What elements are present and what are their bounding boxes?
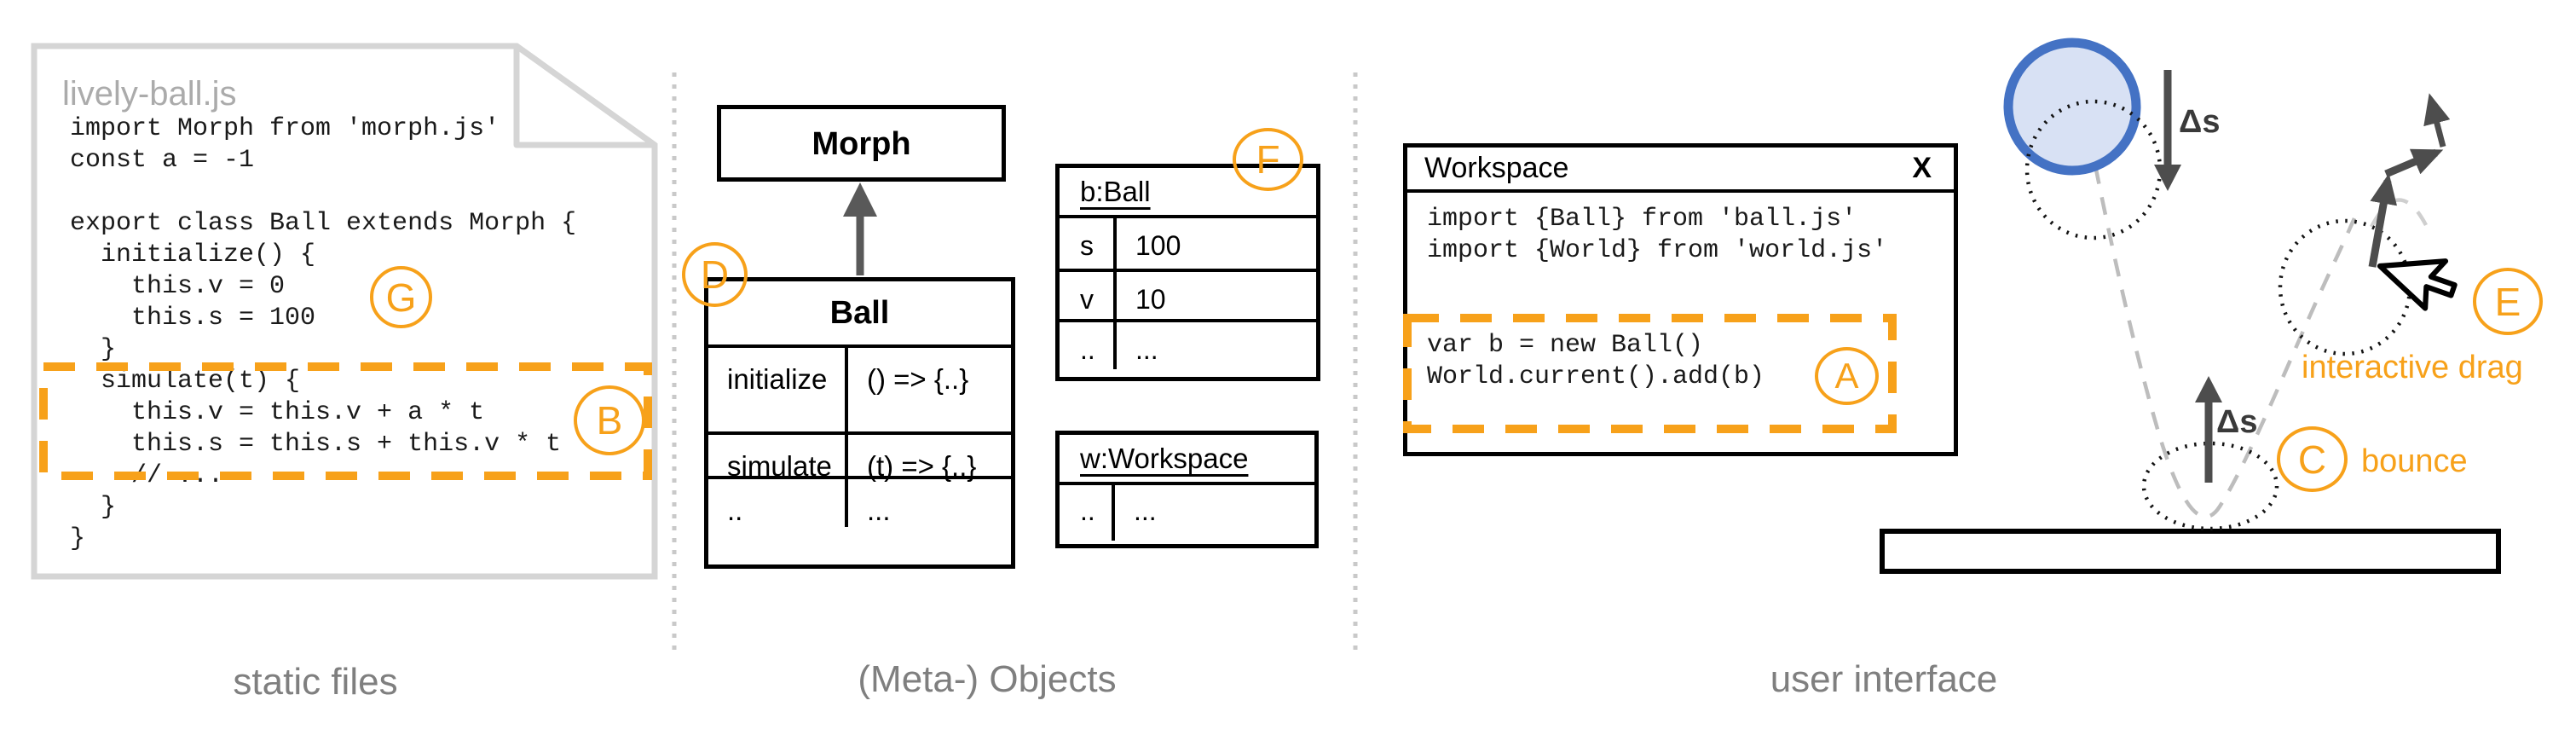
ground-rect	[1880, 529, 2501, 574]
table-cell: ..	[708, 479, 848, 527]
ball-class-title: Ball	[708, 281, 1011, 348]
delta-s-bottom-label: Δs	[2216, 404, 2258, 440]
trajectory-arc-cap	[2370, 198, 2428, 229]
ball-class-table: Ball initialize () => {..} simulate (t) => …	[704, 277, 1015, 569]
table-cell: (t) => {..}	[867, 450, 977, 482]
table-cell: simulate	[708, 435, 848, 482]
drag-arrow-2	[2384, 148, 2444, 178]
table-row: simulate (t) => {..}	[708, 431, 1011, 482]
workspace-window-title: Workspace	[1424, 152, 1569, 184]
ball-morph[interactable]	[2003, 38, 2141, 176]
marker-b: B	[574, 385, 645, 455]
delta-s-up-arrow-head	[2195, 376, 2222, 402]
section-label-static-files: static files	[233, 661, 398, 703]
table-cell: () => {..}	[867, 363, 969, 395]
section-label-meta-objects: (Meta-) Objects	[858, 658, 1117, 700]
table-cell: initialize	[708, 348, 848, 431]
interactive-drag-label: interactive drag	[2302, 350, 2523, 385]
marker-a: A	[1815, 347, 1879, 405]
table-cell: ..	[1060, 322, 1117, 369]
drag-arrow-3	[2423, 93, 2451, 148]
workspace-instance-table: w:Workspace .....	[1055, 431, 1319, 548]
marker-e: E	[2473, 268, 2543, 335]
table-cell: v	[1060, 272, 1117, 319]
file-name: lively-ball.js	[62, 75, 237, 113]
mouse-cursor-icon	[2377, 258, 2458, 311]
morph-class-title: Morph	[811, 126, 911, 162]
section-label-user-interface: user interface	[1770, 658, 1998, 700]
bounce-label: bounce	[2361, 443, 2468, 479]
table-row: .....	[1060, 485, 1314, 541]
marker-f: F	[1233, 128, 1303, 191]
marker-d: D	[682, 242, 748, 307]
table-cell: ...	[1135, 334, 1158, 365]
marker-g: G	[370, 266, 432, 328]
delta-s-down-arrow-head	[2154, 165, 2181, 191]
table-row: v 10	[1060, 269, 1316, 319]
marker-c: C	[2277, 426, 2348, 492]
table-cell: ..	[1060, 485, 1115, 541]
drag-arrow-1	[2368, 173, 2398, 268]
table-row: .....	[708, 476, 1011, 527]
table-row: initialize () => {..}	[708, 348, 1011, 431]
workspace-titlebar[interactable]: Workspace X	[1407, 148, 1954, 193]
table-cell: s	[1060, 218, 1117, 269]
ghost-ball-drag	[2278, 218, 2412, 356]
table-cell: ...	[1134, 495, 1157, 526]
ball-instance-title: b:Ball	[1080, 175, 1151, 207]
table-row: s 100	[1060, 218, 1316, 269]
table-cell: ...	[867, 495, 891, 526]
delta-s-top-label: Δs	[2179, 104, 2221, 140]
ghost-ball-top	[2024, 99, 2163, 240]
file-code: import Morph from 'morph.js' const a = -…	[70, 114, 577, 553]
inheritance-arrow-head	[843, 182, 877, 217]
ball-instance-table: b:Ball s 100 v 10.....	[1055, 164, 1320, 381]
close-icon[interactable]: X	[1912, 152, 1932, 184]
workspace-window: Workspace X import {Ball} from 'ball.js'…	[1403, 143, 1958, 456]
table-row: .....	[1060, 319, 1316, 369]
table-cell: 10	[1135, 284, 1166, 315]
table-cell: 100	[1135, 230, 1181, 261]
workspace-instance-title: w:Workspace	[1080, 442, 1249, 474]
morph-class-box: Morph	[717, 105, 1006, 182]
ghost-ball-bounce	[2141, 441, 2279, 531]
